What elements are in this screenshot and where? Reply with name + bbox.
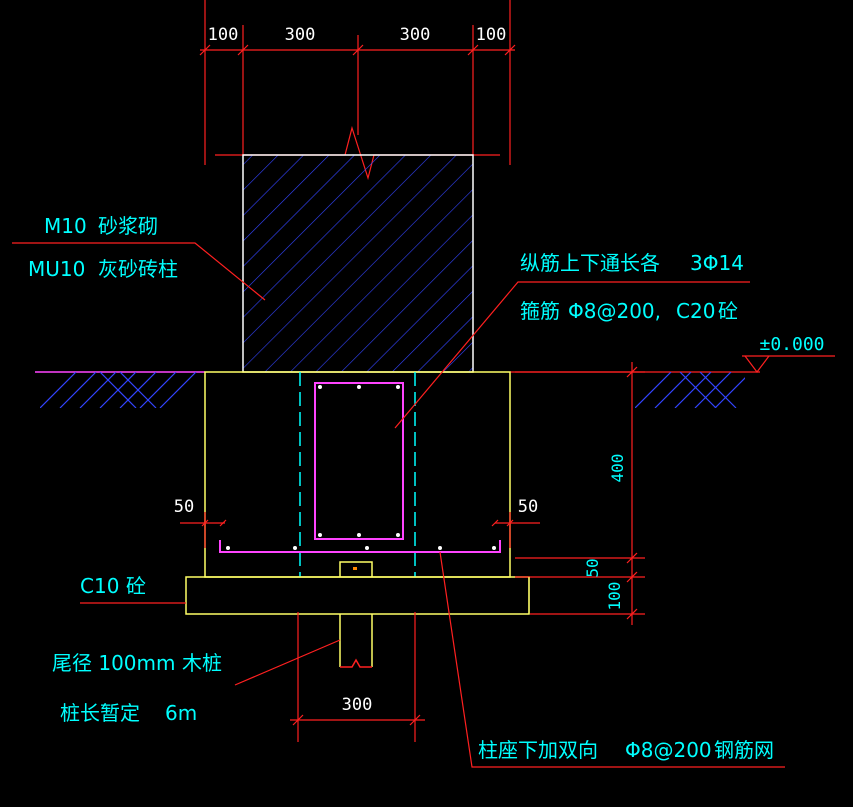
cover-dims (180, 512, 540, 548)
top-dimension-chain (199, 0, 516, 181)
note-rebar-text-1: 纵筋上下通长各 (520, 251, 660, 275)
note-mesh-material: 钢筋网 (714, 738, 774, 762)
leader-lines (12, 242, 785, 768)
dim-pile-width: 300 (342, 695, 373, 715)
right-vertical-dims (515, 362, 645, 625)
dim-top-4: 100 (476, 25, 507, 45)
elevation-marker (742, 355, 835, 373)
masonry-column (242, 154, 474, 373)
dim-cover-right: 50 (518, 497, 538, 517)
ground-line (35, 371, 760, 408)
note-rebar-material: 砼 (718, 299, 738, 323)
note-rebar-text-2: 箍筋 (520, 299, 560, 323)
note-rebar-value-1: 3Φ14 (690, 251, 744, 275)
concrete-pedestal (204, 371, 511, 578)
dim-top-1: 100 (208, 25, 239, 45)
dim-height-400: 400 (608, 454, 627, 483)
note-masonry-text-1: 砂浆砌 (98, 214, 158, 238)
stirrup-cage (314, 382, 404, 540)
longitudinal-bars (318, 385, 400, 537)
note-rebar-grade: C20 (676, 299, 715, 323)
pile-center-mark (353, 567, 357, 570)
dim-height-100: 100 (605, 582, 624, 611)
dim-height-50: 50 (583, 558, 602, 577)
note-pile-text-2: 桩长暂定 (60, 701, 140, 725)
note-pile-text-1: 尾径 100mm (52, 651, 176, 675)
note-mesh-text: 柱座下加双向 (478, 738, 598, 762)
note-cushion-material: 砼 (126, 574, 146, 598)
mesh-bars (226, 546, 496, 550)
c10-cushion (185, 576, 530, 615)
note-masonry-text-2: 灰砂砖柱 (98, 257, 178, 281)
pile-width-dim (290, 612, 425, 742)
note-pile-type: 木桩 (182, 651, 222, 675)
dim-cover-left: 50 (174, 497, 194, 517)
note-masonry-code-1: M10 (44, 214, 87, 238)
elevation-label: ±0.000 (759, 334, 824, 355)
note-rebar-value-2: Φ8@200, (568, 299, 661, 323)
note-masonry-code-2: MU10 (28, 257, 85, 281)
bottom-mesh-bar (219, 540, 501, 553)
note-cushion-grade: C10 (80, 574, 119, 598)
note-mesh-value: Φ8@200 (625, 738, 712, 762)
dim-top-2: 300 (285, 25, 316, 45)
column-outline-dashed (299, 372, 416, 577)
dim-top-3: 300 (400, 25, 431, 45)
note-pile-value: 6m (165, 701, 197, 725)
